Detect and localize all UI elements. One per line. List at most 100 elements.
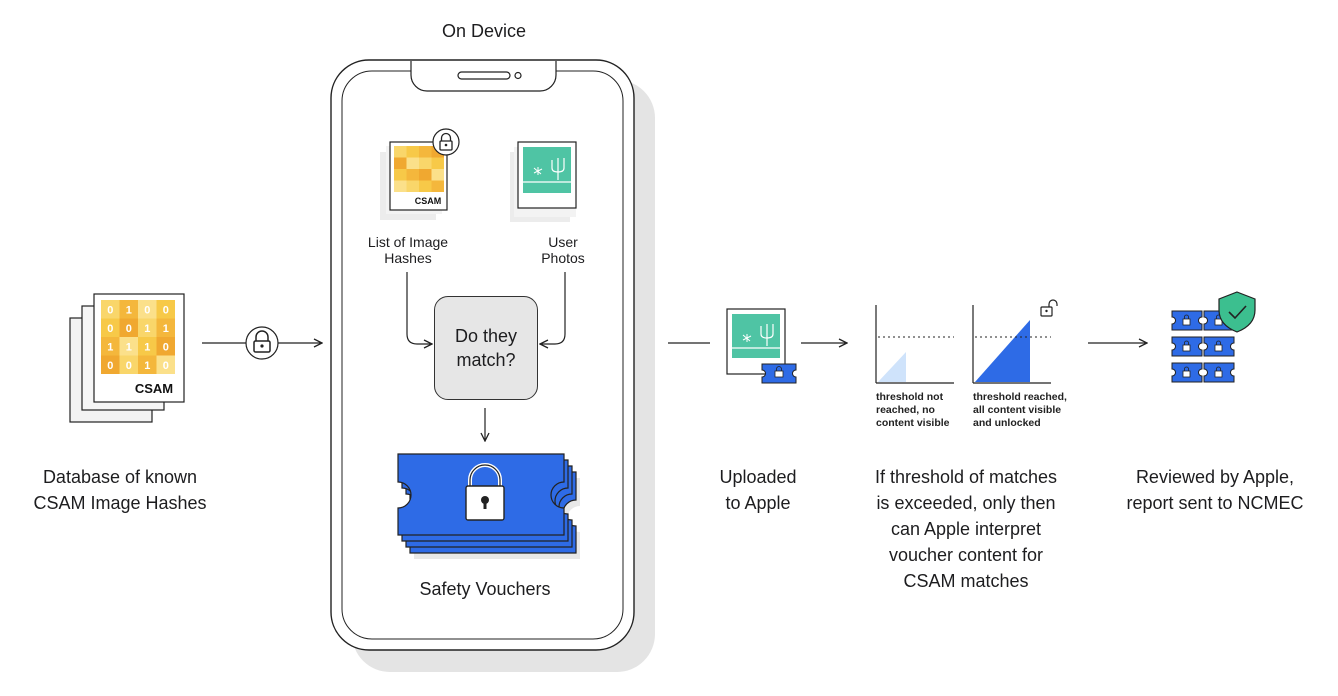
photos-label: User Photos [513,234,613,266]
hash-digit: 0 [163,342,169,354]
hash-digit: 0 [163,305,169,317]
unlock-icon [1040,299,1058,317]
hash-grid-cell [431,157,444,169]
hash-grid-cell [419,146,432,158]
hash-grid-cell [119,337,138,356]
hash-grid-cell [156,355,175,374]
hash-grid-cell [101,355,120,374]
uploaded-label-line1: Uploaded [719,467,797,487]
hash-digit: 0 [107,323,113,335]
hash-grid-cell [156,318,175,337]
hash-grid-cell [419,180,432,192]
arrow-left-icon [540,272,566,344]
voucher-icon [761,363,797,384]
hash-grid-cell [394,180,407,192]
hash-grid-cell [156,337,175,356]
desc-line1: If threshold of matches [874,467,1058,487]
user-photos-icon [510,141,577,222]
review-label-line1: Reviewed by Apple, [1135,467,1295,487]
hash-grid-cell [101,300,120,319]
hash-digit: 1 [107,342,113,354]
threshold-not-reached-chart [875,305,954,384]
hashes-label: List of Image Hashes [348,234,468,266]
hash-digit: 0 [126,323,132,335]
shield-check-icon [1218,291,1256,333]
hashes-card-caption: CSAM [415,196,442,206]
hash-grid-cell [394,169,407,181]
hash-grid-cell [101,337,120,356]
not-reached-line2: reached, no [876,404,935,416]
match-line2: match? [456,350,516,370]
hash-grid-cell [101,318,120,337]
reached-line3: and unlocked [973,417,1041,429]
lock-icon [432,128,460,156]
voucher-icon [1203,336,1235,357]
threshold-not-reached-caption: threshold not reached, no content visibl… [876,391,971,430]
hash-grid-cell [419,157,432,169]
hash-digit: 1 [126,342,132,354]
desc-line2: is exceeded, only then [876,493,1056,513]
voucher-icon [1203,362,1235,383]
hash-grid-cell [431,180,444,192]
desc-line5: CSAM matches [903,571,1029,591]
image-hashes-card-icon: CSAM [380,141,448,220]
hash-digit: 1 [144,323,150,335]
uploaded-label: Uploaded to Apple [688,464,828,516]
hash-grid-cell [138,318,157,337]
database-card-caption: CSAM [135,381,173,396]
photos-label-line1: User [548,234,578,250]
hash-grid-cell [156,300,175,319]
hash-digit: 1 [163,323,169,335]
hash-grid-cell [119,300,138,319]
hash-grid-cell [406,146,419,158]
threshold-description: If threshold of matches is exceeded, onl… [844,464,1088,594]
desc-line4: voucher content for [888,545,1044,565]
uploaded-photo-icon [726,308,786,375]
voucher-icon [1171,336,1203,357]
database-label-line1: Database of known [42,467,198,487]
hash-digit: 0 [163,360,169,372]
database-label-line2: CSAM Image Hashes [33,493,207,513]
voucher-icon [1171,310,1203,331]
threshold-reached-chart [972,305,1051,384]
desc-line3: can Apple interpret [890,519,1042,539]
uploaded-label-line2: to Apple [725,493,791,513]
reached-line1: threshold reached, [973,391,1067,403]
hash-digit: 0 [107,360,113,372]
hash-grid-cell [138,337,157,356]
match-decision-box: Do they match? [434,296,538,400]
hash-digit: 1 [144,342,150,354]
hash-digit: 1 [144,360,150,372]
page-title: On Device [441,21,527,41]
reviewed-vouchers-grid [1171,310,1235,383]
hash-grid-cell [119,355,138,374]
database-label: Database of known CSAM Image Hashes [0,464,240,516]
safety-vouchers-stack-icon [397,453,580,559]
hash-grid-cell [119,318,138,337]
reached-line2: all content visible [973,404,1062,416]
hash-grid-cell [431,169,444,181]
not-reached-line1: threshold not [876,391,944,403]
safety-vouchers-label: Safety Vouchers [419,579,551,599]
hashes-label-line1: List of Image [367,234,449,250]
hash-grid-cell [138,300,157,319]
hash-grid-cell [138,355,157,374]
hashes-mini-grid [394,146,444,192]
hash-grid-cell [406,157,419,169]
hash-grid-cell [406,169,419,181]
review-label-line2: report sent to NCMEC [1126,493,1304,513]
hash-grid-cell [419,169,432,181]
review-label: Reviewed by Apple, report sent to NCMEC [1100,464,1330,516]
lock-icon [245,326,279,360]
hash-digit: 0 [107,305,113,317]
hashes-label-line2: Hashes [384,250,432,266]
threshold-reached-caption: threshold reached, all content visible a… [973,391,1088,430]
hash-digit: 0 [126,360,132,372]
arrow-right-icon [406,272,432,344]
match-line1: Do they [454,326,518,346]
voucher-icon [1171,362,1203,383]
hash-digit: 1 [126,305,132,317]
